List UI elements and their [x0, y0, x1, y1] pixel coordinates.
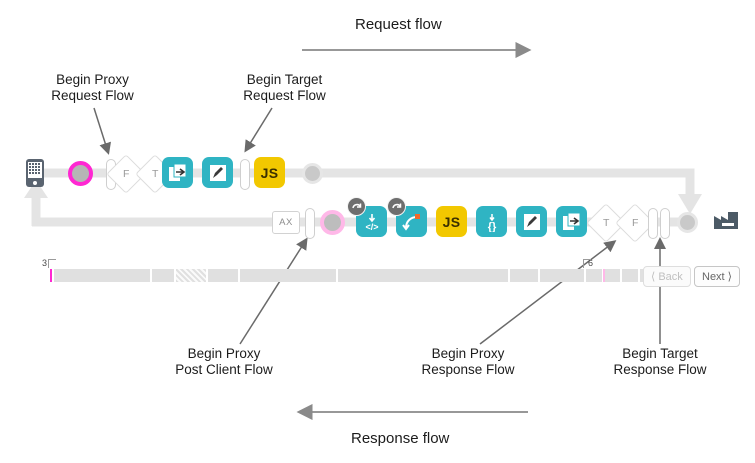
request-flow-title: Request flow: [355, 16, 442, 33]
leader-begin-target-request: [244, 107, 273, 153]
annotation-line-1: Begin Proxy: [187, 346, 261, 361]
javascript-response-policy[interactable]: JS: [436, 206, 467, 237]
annotation-line-1: Begin Target: [246, 72, 323, 87]
leader-begin-proxy-request: [93, 107, 111, 155]
post-client-capsule[interactable]: [305, 208, 315, 239]
timeline-end-bracket: [583, 259, 591, 268]
leader-begin-proxy-response: [479, 240, 617, 345]
code-policy-icon: </>: [365, 213, 378, 232]
annotation-line-2: Post Client Flow: [175, 362, 273, 377]
flow-hook-capsule-2[interactable]: [240, 159, 250, 190]
share-policy-icon: [168, 163, 186, 181]
annotation-begin-target-request-flow: Begin Target Request Flow: [222, 72, 347, 104]
timeline-end-playhead[interactable]: [603, 269, 605, 282]
fault-rule-badge[interactable]: [347, 197, 366, 216]
pencil-policy-icon: [523, 213, 540, 230]
timeline-end-label: 6: [588, 258, 594, 268]
flow-end-marker[interactable]: [302, 163, 323, 184]
timeline-segment[interactable]: [540, 269, 584, 282]
annotation-begin-proxy-post-client-flow: Begin Proxy Post Client Flow: [160, 346, 288, 378]
timeline-segment[interactable]: [176, 269, 206, 282]
route-policy-icon: [401, 213, 420, 231]
response-hook-capsule-a[interactable]: [648, 208, 658, 239]
svg-text:{}: {}: [487, 221, 496, 232]
post-client-marker[interactable]: [320, 210, 345, 235]
timeline-segment[interactable]: [54, 269, 150, 282]
svg-text:</>: </>: [365, 222, 378, 232]
json-policy-icon: {}: [487, 213, 496, 232]
annotation-begin-target-response-flow: Begin Target Response Flow: [596, 346, 724, 378]
leader-begin-proxy-post-client: [239, 237, 308, 345]
xml-payload-policy[interactable]: </>: [347, 197, 387, 237]
share-policy-icon: [562, 212, 580, 230]
js-policy-icon: JS: [442, 213, 461, 230]
response-hook-capsule-b[interactable]: [660, 208, 670, 239]
mobile-phone-icon: [25, 158, 45, 193]
response-start-marker[interactable]: [677, 212, 698, 233]
timeline-segment[interactable]: [604, 269, 620, 282]
timeline-start-bracket: [48, 259, 56, 268]
json-payload-policy[interactable]: {}: [476, 206, 507, 237]
annotation-line-2: Request Flow: [51, 88, 134, 103]
timeline-segment[interactable]: [586, 269, 602, 282]
back-button[interactable]: ⟨ Back: [643, 266, 691, 287]
javascript-policy[interactable]: JS: [254, 157, 285, 188]
timeline-segment[interactable]: [240, 269, 336, 282]
response-flow-title: Response flow: [351, 430, 450, 447]
annotation-line-1: Begin Proxy: [56, 72, 129, 87]
diamond-label: T: [602, 216, 610, 229]
annotation-line-1: Begin Proxy: [431, 346, 505, 361]
diamond-label: F: [122, 167, 130, 180]
annotation-line-2: Request Flow: [243, 88, 326, 103]
annotation-line-2: Response Flow: [421, 362, 515, 377]
timeline-segment[interactable]: [338, 269, 508, 282]
timeline-start-label: 3: [42, 258, 48, 268]
pencil-policy-icon: [209, 164, 226, 181]
edit-policy[interactable]: [202, 157, 233, 188]
timeline-playhead[interactable]: [50, 269, 52, 282]
route-policy[interactable]: [387, 197, 427, 237]
next-button[interactable]: Next ⟩: [694, 266, 740, 287]
diamond-label: F: [631, 216, 639, 229]
assign-response-policy[interactable]: [556, 206, 587, 237]
annotation-begin-proxy-response-flow: Begin Proxy Response Flow: [404, 346, 532, 378]
js-policy-icon: JS: [260, 164, 279, 181]
timeline-scrubber[interactable]: [50, 269, 660, 282]
target-endpoint-icon: [712, 208, 740, 235]
annotation-line-1: Begin Target: [622, 346, 698, 361]
edit-response-policy[interactable]: [516, 206, 547, 237]
analytics-policy[interactable]: AX: [272, 211, 300, 234]
fault-rule-badge[interactable]: [387, 197, 406, 216]
ax-label: AX: [279, 217, 293, 228]
timeline-segment[interactable]: [152, 269, 174, 282]
timeline-segment[interactable]: [622, 269, 638, 282]
condition-false-diamond-2[interactable]: F: [615, 203, 655, 243]
flow-start-marker[interactable]: [68, 161, 93, 186]
annotation-line-2: Response Flow: [613, 362, 707, 377]
assign-message-policy[interactable]: [162, 157, 193, 188]
timeline-segment[interactable]: [208, 269, 238, 282]
annotation-begin-proxy-request-flow: Begin Proxy Request Flow: [30, 72, 155, 104]
diamond-label: T: [151, 167, 159, 180]
timeline-segment[interactable]: [510, 269, 538, 282]
